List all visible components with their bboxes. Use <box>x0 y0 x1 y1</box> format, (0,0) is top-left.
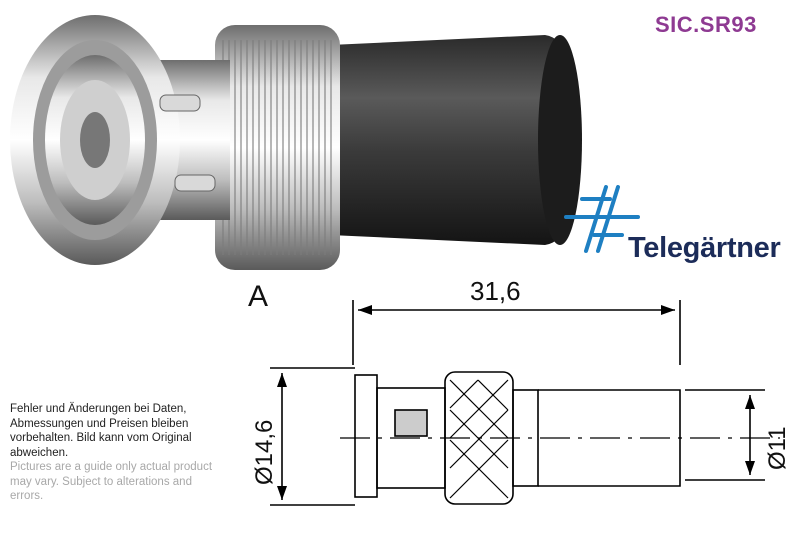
telegartner-logo-icon <box>564 185 640 253</box>
diameter-left-label: Ø14,6 <box>251 420 278 485</box>
disclaimer: Fehler und Änderungen bei Daten, Abmessu… <box>10 402 220 504</box>
length-dimension-label: 31,6 <box>470 280 521 306</box>
dust-cap <box>330 35 580 245</box>
disclaimer-english: Pictures are a guide only actual product… <box>10 461 213 502</box>
product-photo <box>10 15 582 270</box>
product-code: SIC.SR93 <box>655 12 757 37</box>
view-label: A <box>248 280 269 313</box>
brand-name: Telegärtner <box>628 232 781 264</box>
diameter-right-label: Ø11 <box>764 426 791 470</box>
technical-drawing: 31,6 Ø14,6 Ø11 <box>251 280 791 506</box>
disclaimer-german: Fehler und Änderungen bei Daten, Abmessu… <box>10 403 192 459</box>
